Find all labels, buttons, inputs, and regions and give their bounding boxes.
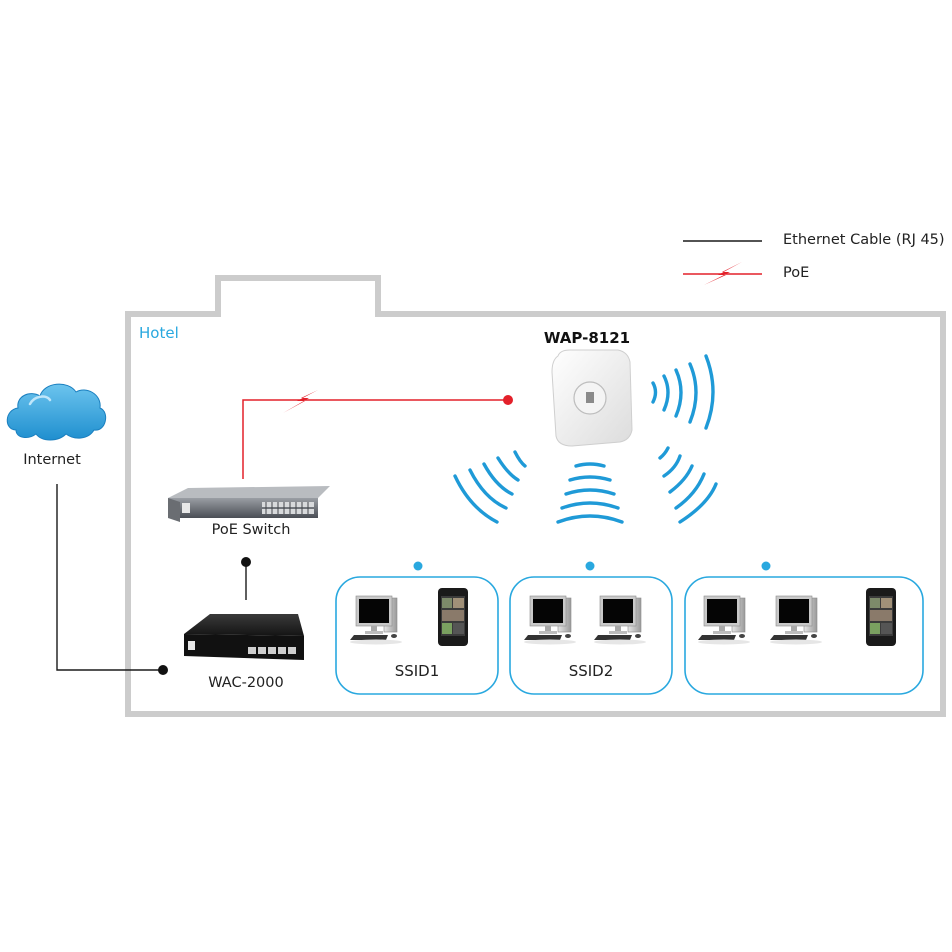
wireless-controller-icon: [184, 614, 304, 660]
poe-bolt-icon: [283, 390, 318, 413]
poe-cable-switch-to-ap: [242, 399, 508, 479]
ssid3-link-dot: [761, 561, 771, 571]
desktop-pc-icon: [594, 595, 646, 645]
cloud-icon: [6, 383, 107, 441]
legend-ethernet-label: Ethernet Cable (RJ 45): [783, 232, 945, 248]
connector-dot-switch: [241, 557, 251, 567]
network-switch-icon: [168, 486, 330, 522]
poe-switch-label: PoE Switch: [211, 522, 291, 538]
ssid-group-box: [509, 576, 673, 695]
desktop-pc-icon: [698, 595, 750, 645]
smartphone-icon: [438, 588, 468, 646]
ssid-group-box: [335, 576, 499, 695]
ssid-label: SSID1: [394, 662, 440, 680]
ethernet-cable-internet-to-controller: [56, 484, 163, 671]
ssid2-link-dot: [585, 561, 595, 571]
ssid-label: SSID2: [568, 662, 614, 680]
legend: [683, 240, 762, 285]
wifi-signal-waves: [453, 354, 718, 524]
connector-dot-ap: [503, 395, 513, 405]
desktop-pc-icon: [524, 595, 576, 645]
internet-label: Internet: [23, 452, 81, 468]
desktop-pc-icon: [350, 595, 402, 645]
ssid-devices: [350, 588, 896, 646]
ceiling-access-point-icon: [551, 349, 633, 447]
hotel-label: Hotel: [139, 324, 179, 342]
ssid1-link-dot: [413, 561, 423, 571]
desktop-pc-icon: [770, 595, 822, 645]
access-point-label: WAP-8121: [543, 329, 631, 347]
controller-label: WAC-2000: [208, 675, 284, 691]
smartphone-icon: [866, 588, 896, 646]
ssid-group-box: [684, 576, 924, 695]
legend-poe-bolt-icon: [704, 262, 742, 285]
connector-dot-controller: [158, 665, 168, 675]
hotel-building-outline: [125, 275, 946, 717]
legend-poe-label: PoE: [783, 265, 810, 281]
